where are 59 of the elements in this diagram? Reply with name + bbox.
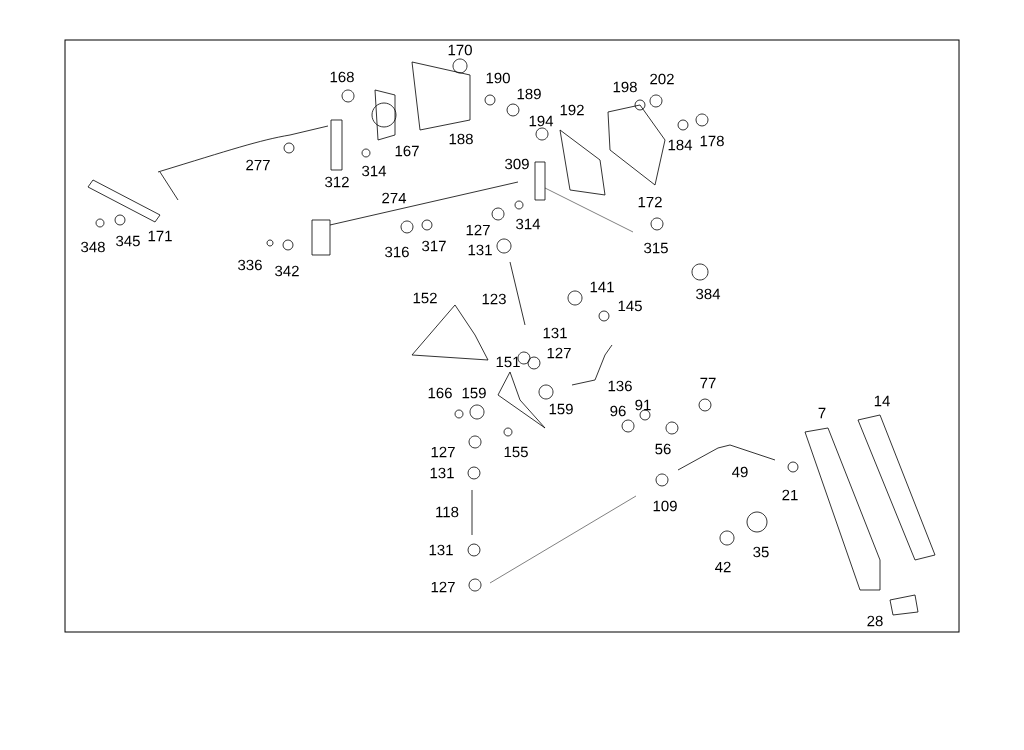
callout-number: 96 [610, 405, 626, 417]
callout-number: 127 [547, 347, 571, 359]
callout-number: 131 [543, 327, 567, 339]
callout-number: 168 [330, 71, 354, 83]
callout-number: 141 [590, 281, 614, 293]
callout-number: 198 [613, 81, 637, 93]
callout-number: 131 [468, 244, 492, 256]
callout-number: 345 [116, 235, 140, 247]
callout-number: 91 [635, 399, 651, 411]
callout-number: 178 [700, 135, 724, 147]
callout-number: 277 [246, 159, 270, 171]
callout-number: 109 [653, 500, 677, 512]
callout-number: 312 [325, 176, 349, 188]
callout-number: 159 [462, 387, 486, 399]
callout-number: 118 [436, 506, 459, 518]
callout-number: 131 [430, 467, 454, 479]
callout-number: 127 [431, 446, 455, 458]
callout-number: 274 [382, 192, 407, 204]
callout-number: 314 [516, 218, 541, 230]
callout-number: 202 [650, 73, 674, 85]
callout-number: 136 [608, 380, 632, 392]
callout-number: 342 [275, 265, 299, 277]
callout-number: 56 [655, 443, 671, 455]
callout-number: 166 [428, 387, 452, 399]
callout-number: 189 [517, 88, 541, 100]
callout-number: 145 [618, 300, 642, 312]
callout-number: 127 [466, 224, 490, 236]
callout-number: 190 [486, 72, 510, 84]
callout-number: 42 [715, 561, 731, 573]
callout-number: 316 [385, 246, 409, 258]
callout-number: 194 [529, 115, 554, 127]
callout-number: 127 [431, 581, 455, 593]
callout-number: 21 [782, 489, 798, 501]
callout-number: 314 [362, 165, 387, 177]
callout-number: 348 [81, 241, 105, 253]
callout-number: 184 [668, 139, 693, 151]
callout-number: 170 [448, 44, 472, 56]
callout-number: 152 [413, 292, 437, 304]
callout-number: 131 [429, 544, 453, 556]
callout-number: 123 [482, 293, 506, 305]
callout-number: 151 [496, 356, 520, 368]
callout-number: 384 [696, 288, 721, 300]
callout-number: 28 [867, 615, 883, 627]
callout-number: 7 [818, 407, 826, 419]
callout-number: 172 [638, 196, 662, 208]
callout-number: 309 [505, 158, 529, 170]
callout-number: 188 [449, 133, 473, 145]
callout-number: 35 [753, 546, 769, 558]
callout-number: 192 [560, 104, 584, 116]
callout-number: 49 [732, 466, 748, 478]
callout-number: 14 [874, 395, 890, 407]
callout-number: 317 [422, 240, 446, 252]
callout-number: 315 [644, 242, 668, 254]
callout-number: 336 [238, 259, 262, 271]
callout-number: 159 [549, 403, 573, 415]
callout-number: 77 [700, 377, 716, 389]
callout-number: 171 [148, 230, 172, 242]
callout-number: 167 [395, 145, 419, 157]
callout-number: 155 [504, 446, 528, 458]
